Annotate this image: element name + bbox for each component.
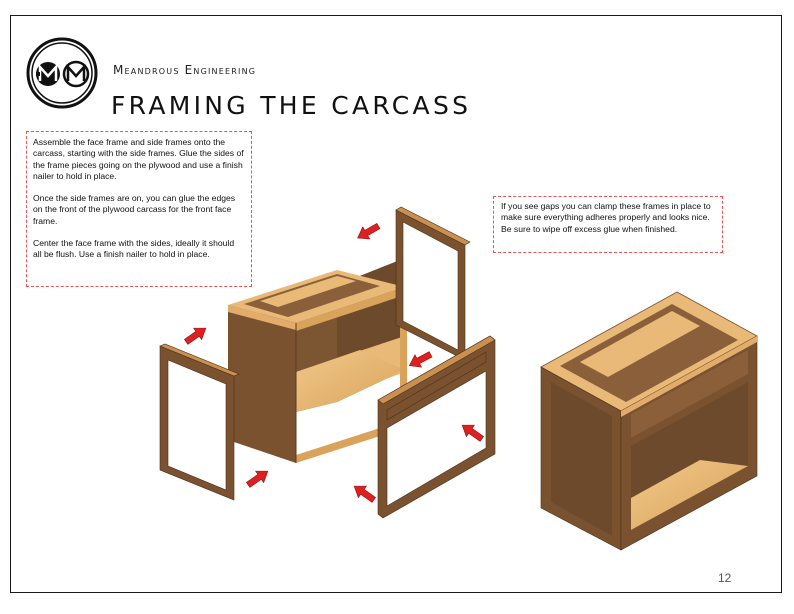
instructions-note: Assemble the face frame and side frames …	[26, 131, 252, 287]
company-name: Meandrous Engineering	[113, 63, 257, 77]
assembled-cabinet	[540, 291, 758, 551]
arrow-icon	[353, 485, 376, 503]
left-side-frame	[159, 343, 240, 501]
right-side-frame	[395, 206, 471, 361]
arrow-icon	[461, 424, 484, 442]
company-logo	[26, 37, 98, 109]
exploded-carcass	[228, 258, 407, 463]
instruction-paragraph: Center the face frame with the sides, id…	[33, 238, 235, 260]
clamping-tip-note: If you see gaps you can clamp these fram…	[493, 196, 723, 253]
arrow-icon	[246, 470, 269, 488]
instruction-paragraph: Assemble the face frame and side frames …	[33, 137, 244, 181]
page-number: 12	[718, 571, 732, 585]
arrow-icon	[184, 327, 207, 345]
arrow-icon	[357, 222, 381, 240]
face-frame	[377, 335, 496, 519]
instruction-paragraph: Once the side frames are on, you can glu…	[33, 193, 236, 226]
arrow-icon	[408, 351, 433, 368]
page-title: FRAMING THE CARCASS	[111, 91, 472, 120]
assembly-arrows	[184, 222, 484, 503]
